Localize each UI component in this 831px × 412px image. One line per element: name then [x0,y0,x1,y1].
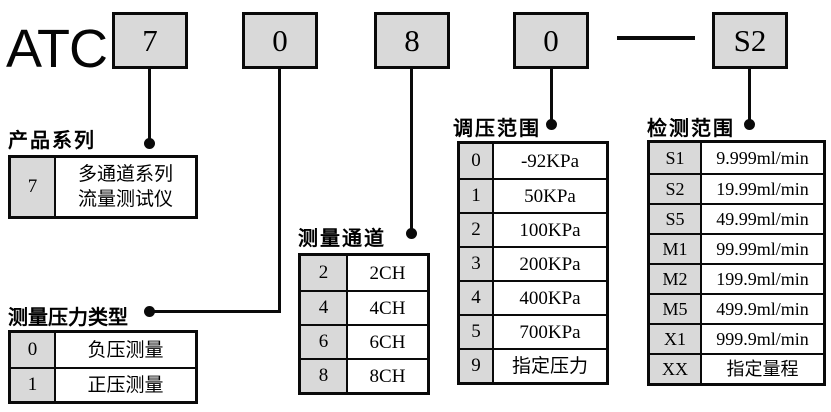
lookup-table-pressure-range: 0 -92KPa 1 50KPa 2 100KPa 3 200KPa 4 400… [457,141,609,385]
table-row: 2 2CH [301,256,427,290]
row-value-cell: 9.999ml/min [716,147,809,168]
section-title-detection-range: 检测范围 [647,118,735,140]
table-row: 1 正压测量 [11,367,195,401]
row-key-cell: 9 [460,350,494,382]
row-key-cell: 1 [11,369,56,401]
row-key-cell: M1 [650,235,702,263]
connector-line-channels [410,69,413,233]
row-key-cell: 2 [460,214,494,246]
code-segment-value: 0 [543,22,559,58]
table-row: 0 -92KPa [460,144,606,178]
connector-line-pressure-type-vertical [278,69,281,313]
table-row: M1 99.99ml/min [650,233,823,263]
row-key-cell: 8 [301,360,348,392]
code-segment-box-2: 0 [242,12,318,69]
table-row: 6 6CH [301,324,427,358]
table-row: 1 50KPa [460,178,606,212]
row-key-cell: S1 [650,143,702,173]
table-row: S5 49.99ml/min [650,203,823,233]
row-key-cell: M2 [650,265,702,293]
row-value-cell: 999.9ml/min [716,328,809,349]
row-value-cell: 负压测量 [87,339,164,361]
row-value-cell: 正压测量 [87,374,164,396]
table-row: M2 199.9ml/min [650,263,823,293]
row-value-cell: 400KPa [519,287,581,309]
row-key-cell: 4 [460,282,494,314]
code-prefix: ATC [6,19,108,79]
row-key-cell: 1 [460,180,494,212]
table-row: 2 100KPa [460,212,606,246]
row-value-cell: 700KPa [519,321,581,343]
section-title-pressure-range: 调压范围 [453,118,541,140]
connector-line-pressure-range [550,69,553,124]
row-value-cell: -92KPa [520,150,580,172]
row-value-cell: 100KPa [519,219,581,241]
row-value-cell: 4CH [369,297,406,319]
row-key-cell: 6 [301,326,348,358]
table-row: S2 19.99ml/min [650,173,823,203]
table-row: 5 700KPa [460,314,606,348]
code-segment-value: 8 [404,22,420,58]
code-segment-value: 7 [142,22,158,58]
code-segment-box-4: 0 [513,12,589,69]
lookup-table-pressure-type: 0 负压测量 1 正压测量 [8,330,198,404]
row-value-cell: 2CH [369,262,406,284]
connector-line-pressure-type-horizontal [150,310,281,313]
section-title-channels: 测量通道 [298,228,386,250]
connector-dot-pressure-range [546,119,557,130]
connector-dot-channels [406,228,417,239]
row-key-cell: 0 [11,333,56,367]
row-value-cell: 6CH [369,331,406,353]
row-key-cell: M5 [650,295,702,323]
table-row: 8 8CH [301,358,427,392]
code-segment-box-1: 7 [112,12,188,69]
connector-dot-detection-range [744,119,755,130]
row-key-cell: S5 [650,205,702,233]
lookup-table-channels: 2 2CH 4 4CH 6 6CH 8 8CH [298,253,430,395]
row-key-cell: 7 [11,158,56,216]
row-key-cell: S2 [650,175,702,203]
row-value-cell: 50KPa [524,185,576,207]
row-key-cell: 3 [460,248,494,280]
row-value-cell: 499.9ml/min [716,298,809,319]
row-value-cell: 指定量程 [726,358,799,379]
table-row: S1 9.999ml/min [650,143,823,173]
row-value-cell: 199.9ml/min [716,268,809,289]
lookup-table-product-series: 7 多通道系列 流量测试仪 [8,155,198,219]
connector-line-detection-range [748,69,751,124]
row-key-cell: XX [650,355,702,383]
section-title-product-series: 产品系列 [8,130,96,152]
code-separator-dash [617,36,695,40]
connector-dot-pressure-type [144,306,155,317]
section-title-pressure-type: 测量压力类型 [8,307,128,329]
table-row: 4 4CH [301,290,427,324]
table-row: X1 999.9ml/min [650,323,823,353]
connector-dot-product-series [144,138,155,149]
code-segment-value: S2 [733,22,767,58]
table-row: M5 499.9ml/min [650,293,823,323]
table-row: XX 指定量程 [650,353,823,383]
connector-line-product-series [148,69,151,143]
row-key-cell: 2 [301,256,348,290]
table-row: 7 多通道系列 流量测试仪 [11,158,195,216]
row-value-cell: 49.99ml/min [716,208,809,229]
row-value-cell: 多通道系列 流量测试仪 [77,164,173,210]
row-key-cell: 5 [460,316,494,348]
row-key-cell: X1 [650,325,702,353]
row-value-cell: 200KPa [519,253,581,275]
row-value-cell: 19.99ml/min [716,178,809,199]
code-segment-value: 0 [272,22,288,58]
lookup-table-detection-range: S1 9.999ml/min S2 19.99ml/min S5 49.99ml… [647,140,826,386]
row-key-cell: 0 [460,144,494,178]
table-row: 4 400KPa [460,280,606,314]
code-segment-box-3: 8 [374,12,450,69]
table-row: 0 负压测量 [11,333,195,367]
row-value-cell: 指定压力 [511,355,588,377]
row-value-cell: 8CH [369,365,406,387]
row-value-cell: 99.99ml/min [716,238,809,259]
code-segment-box-5: S2 [712,12,788,69]
table-row: 9 指定压力 [460,348,606,382]
row-key-cell: 4 [301,292,348,324]
table-row: 3 200KPa [460,246,606,280]
